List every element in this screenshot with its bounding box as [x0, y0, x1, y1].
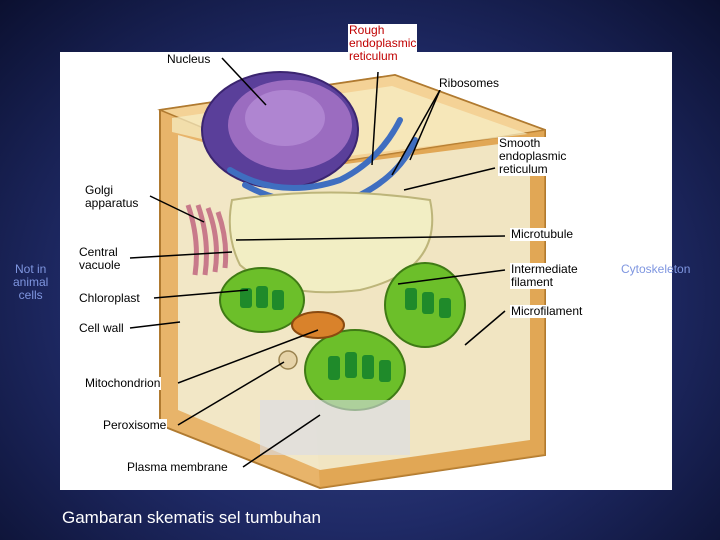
leader-lines	[129, 57, 506, 468]
left-bracket	[59, 235, 77, 343]
mitochondrion-shape	[291, 311, 345, 339]
label-microfilament: Microfilament	[510, 304, 584, 318]
label-rough-er: Rough endoplasmic reticulum	[348, 23, 418, 63]
nucleus-shape	[201, 71, 359, 189]
label-cell-wall: Cell wall	[78, 321, 125, 335]
right-bracket	[599, 217, 617, 321]
plasma-membrane-region	[260, 400, 410, 455]
label-nucleus: Nucleus	[166, 52, 212, 66]
label-golgi: Golgi apparatus	[84, 183, 140, 210]
caption: Gambaran skematis sel tumbuhan	[62, 508, 321, 527]
label-intermediate-filament: Intermediate filament	[510, 262, 579, 289]
vacuole-shape	[228, 191, 434, 294]
golgi-shape	[185, 204, 229, 276]
label-microtubule: Microtubule	[510, 227, 575, 241]
label-plasma-membrane: Plasma membrane	[126, 460, 229, 474]
label-smooth-er: Smooth endoplasmic reticulum	[498, 136, 568, 176]
peroxisome-shape	[278, 350, 298, 370]
label-cytoskeleton: Cytoskeleton	[621, 262, 691, 276]
label-peroxisome: Peroxisome	[102, 418, 168, 432]
label-mitochondrion: Mitochondrion	[84, 376, 162, 390]
label-chloroplast: Chloroplast	[78, 291, 141, 305]
label-not-in-animal-cells: Not in animal cells	[13, 262, 49, 302]
label-central-vacuole: Central vacuole	[78, 245, 122, 272]
label-ribosomes: Ribosomes	[438, 76, 501, 90]
